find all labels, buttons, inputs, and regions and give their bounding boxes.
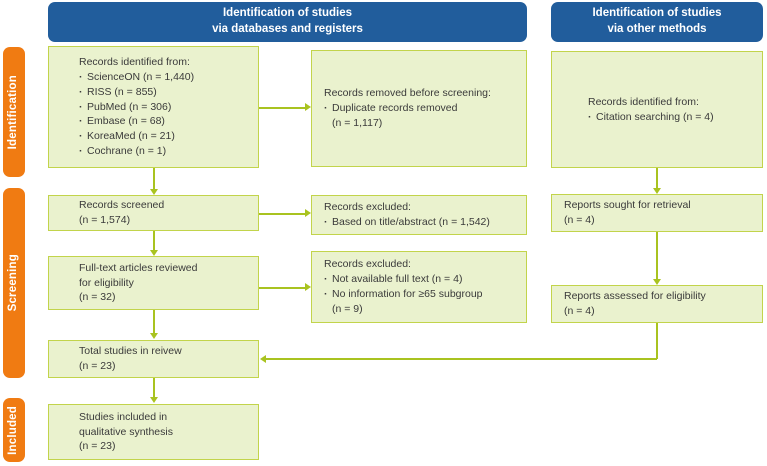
box-reports-assessed: Reports assessed for eligibility (n = 4) [551,285,763,323]
records-identified-item-5: Cochrane (n = 1) [79,144,248,159]
records-removed-title: Records removed before screening: [324,87,491,100]
reports-sought-line2: (n = 4) [564,214,595,226]
records-identified-title: Records identified from: [79,55,190,68]
records-excluded-2-item-2-count: (n = 9) [332,302,363,315]
stage-tab-screening-label: Screening [7,254,20,312]
box-records-identified: Records identified from: ScienceON (n = … [48,46,259,168]
records-identified-item-0: ScienceON (n = 1,440) [79,70,248,85]
records-removed-item-1: Duplicate records removed [324,101,516,116]
header-databases-registers: Identification of studies via databases … [48,2,527,42]
arrowhead-fulltext-to-total [150,333,158,339]
studies-included-line2: qualitative synthesis [79,425,173,438]
arrowhead-other-to-reports-sought [653,188,661,194]
connector-total-to-included [153,378,155,398]
connector-other-to-reports-sought [656,168,658,189]
records-removed-item-1-count: (n = 1,117) [332,116,383,129]
connector-fulltext-to-total [153,310,155,334]
connector-sought-to-assessed [656,232,658,280]
arrowhead-identified-to-removed [305,103,311,111]
box-records-excluded-1: Records excluded: Based on title/abstrac… [311,195,527,235]
records-excluded-1-title: Records excluded: [324,201,411,214]
arrowhead-sought-to-assessed [653,279,661,285]
header-other-methods: Identification of studies via other meth… [551,2,763,42]
box-records-excluded-2: Records excluded: Not available full tex… [311,251,527,323]
records-identified-item-4: KoreaMed (n = 21) [79,129,248,144]
records-excluded-1-item-1: Based on title/abstract (n = 1,542) [324,215,516,230]
box-records-screened: Records screened (n = 1,574) [48,195,259,231]
header-databases-line1: Identification of studies [222,7,353,20]
records-identified-other-item-1: Citation searching (n = 4) [588,110,752,125]
arrowhead-fulltext-to-excluded2 [305,283,311,291]
fulltext-line1: Full-text articles reviewed [79,261,198,274]
records-excluded-2-title: Records excluded: [324,258,411,271]
arrowhead-screened-to-excluded1 [305,209,311,217]
fulltext-line3: (n = 32) [79,291,116,304]
records-excluded-2-item-1: Not available full text (n = 4) [324,272,516,287]
reports-assessed-line1: Reports assessed for eligibility [564,290,706,303]
fulltext-line2: for eligibility [79,276,134,289]
box-records-removed: Records removed before screening: Duplic… [311,50,527,167]
arrowhead-identified-to-screened [150,189,158,195]
box-records-identified-other: Records identified from: Citation search… [551,51,763,168]
records-screened-line1: Records screened [79,199,165,212]
total-studies-line1: Total studies in reivew [79,345,182,358]
box-studies-included: Studies included in qualitative synthesi… [48,404,259,460]
records-screened-line2: (n = 1,574) [79,214,131,226]
records-excluded-2-item-2: No information for ≥65 subgroup [324,287,516,302]
connector-assessed-left [266,358,657,360]
connector-identified-to-removed [259,107,305,109]
header-databases-line2: via databases and registers [212,23,363,35]
header-other-line2: via other methods [607,23,707,35]
studies-included-line3: (n = 23) [79,440,116,453]
connector-screened-to-excluded1 [259,213,305,215]
header-other-line1: Identification of studies [592,7,722,20]
box-total-studies: Total studies in reivew (n = 23) [48,340,259,378]
records-identified-other-title: Records identified from: [588,95,699,108]
arrowhead-total-to-included [150,397,158,403]
connector-screened-to-fulltext [153,231,155,251]
connector-fulltext-to-excluded2 [259,287,305,289]
total-studies-line2: (n = 23) [79,360,116,372]
stage-tab-included: Included [3,398,25,462]
records-identified-item-2: PubMed (n = 306) [79,100,248,115]
studies-included-line1: Studies included in [79,410,168,423]
reports-assessed-line2: (n = 4) [564,305,595,317]
stage-tab-identification-label: Identification [7,74,20,150]
box-reports-sought: Reports sought for retrieval (n = 4) [551,194,763,232]
stage-tab-screening: Screening [3,188,25,378]
stage-tab-identification: Identification [3,47,25,177]
arrowhead-assessed-to-total [260,355,266,363]
reports-sought-line1: Reports sought for retrieval [564,199,691,212]
records-identified-item-3: Embase (n = 68) [79,114,248,129]
connector-identified-to-screened [153,168,155,190]
records-identified-item-1: RISS (n = 855) [79,85,248,100]
box-fulltext-reviewed: Full-text articles reviewed for eligibil… [48,256,259,310]
arrowhead-screened-to-fulltext [150,250,158,256]
stage-tab-included-label: Included [7,405,20,455]
connector-assessed-down [656,323,658,359]
